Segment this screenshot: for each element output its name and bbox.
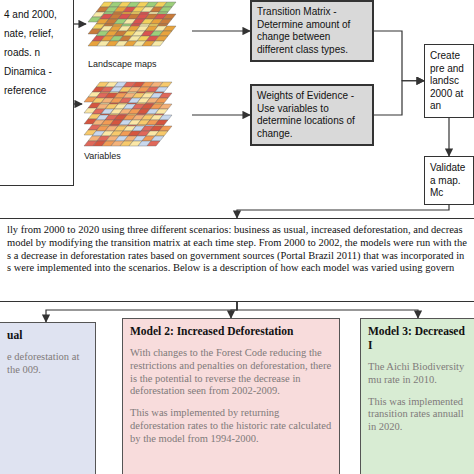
raster-layer [84,104,172,124]
raster-cell [159,31,172,36]
process-box: Create pre and landsc 2000 at an [424,44,474,118]
raster-cell [151,136,164,141]
input-data-box: 4 and 2000, nate, relief, roads. n Dinam… [0,0,74,186]
process-box: Validate a map. Mc [424,156,474,205]
raster-cell [159,93,172,98]
raster-cell [163,26,176,31]
box-text: lly from 2000 to 2020 using three differ… [7,224,467,275]
flow-arrow [231,302,237,318]
model-heading: Model 2: Increased Deforestation [130,324,332,338]
raster-cell [163,14,176,19]
raster-cell [155,120,168,125]
box-text: e deforestation at the 009. [7,351,89,377]
flow-arrow [448,118,449,157]
model-heading: Model 3: Decreased I [368,324,469,352]
box-text: 4 and 2000, nate, relief, roads. n Dinam… [4,5,69,100]
raster-cell [159,7,172,12]
model-heading: ual [7,328,89,342]
raster-layer [84,82,172,102]
raster-cell [163,2,176,7]
box-text: Weights of Evidence - Use variables to d… [257,90,367,140]
flow-arrow [374,31,424,81]
raster-cell [155,98,168,103]
raster-cell [147,141,160,146]
raster-cell [159,104,172,109]
raster-cell [155,109,168,114]
flow-arrow [237,302,418,318]
box-text: Transition Matrix - Determine amount of … [257,6,367,56]
scenario-description-box: lly from 2000 to 2020 using three differ… [0,218,474,302]
model-box: Model 2: Increased DeforestationWith cha… [122,318,340,474]
flow-arrow [74,103,82,104]
raster-layer [84,115,172,135]
landscape-maps-figure: Landscape maps [84,0,192,70]
box-text: This was implemented transition rates an… [368,396,469,434]
landscape-map-layers [84,0,192,58]
flow-arrow [374,81,424,115]
box-text: Validate a map. Mc [430,162,470,200]
box-text: Create pre and landsc 2000 at an [430,50,470,113]
variables-figure: Variables [80,80,192,162]
raster-layer [88,26,176,46]
raster-layer [84,126,172,146]
box-text: The Aichi Biodiversity mu rate in 2010. [368,361,469,387]
variable-layers [80,80,192,150]
box-text: This was implemented by returning defore… [130,407,332,445]
process-box: Transition Matrix - Determine amount of … [250,0,374,62]
process-box: Weights of Evidence - Use variables to d… [250,84,374,146]
figure-label: Variables [84,151,121,162]
raster-cell [159,19,172,24]
raster-cell [159,126,172,131]
raster-cell [155,36,168,41]
raster-cell [159,115,172,120]
flow-arrow [192,30,250,31]
model-box: Model 3: Decreased I The Aichi Biodiversi… [360,318,474,474]
raster-cell [155,131,168,136]
flow-arrow [74,23,86,24]
raster-cell [155,87,168,92]
model-box: ual e deforestation at the 009. [0,322,96,474]
flow-arrow [192,114,250,115]
figure-label: Landscape maps [88,59,157,70]
flow-arrow [237,205,449,219]
raster-layer [84,93,172,113]
box-text: With changes to the Forest Code reducing… [130,347,332,398]
raster-cell [151,41,164,46]
raster-cell [159,82,172,87]
